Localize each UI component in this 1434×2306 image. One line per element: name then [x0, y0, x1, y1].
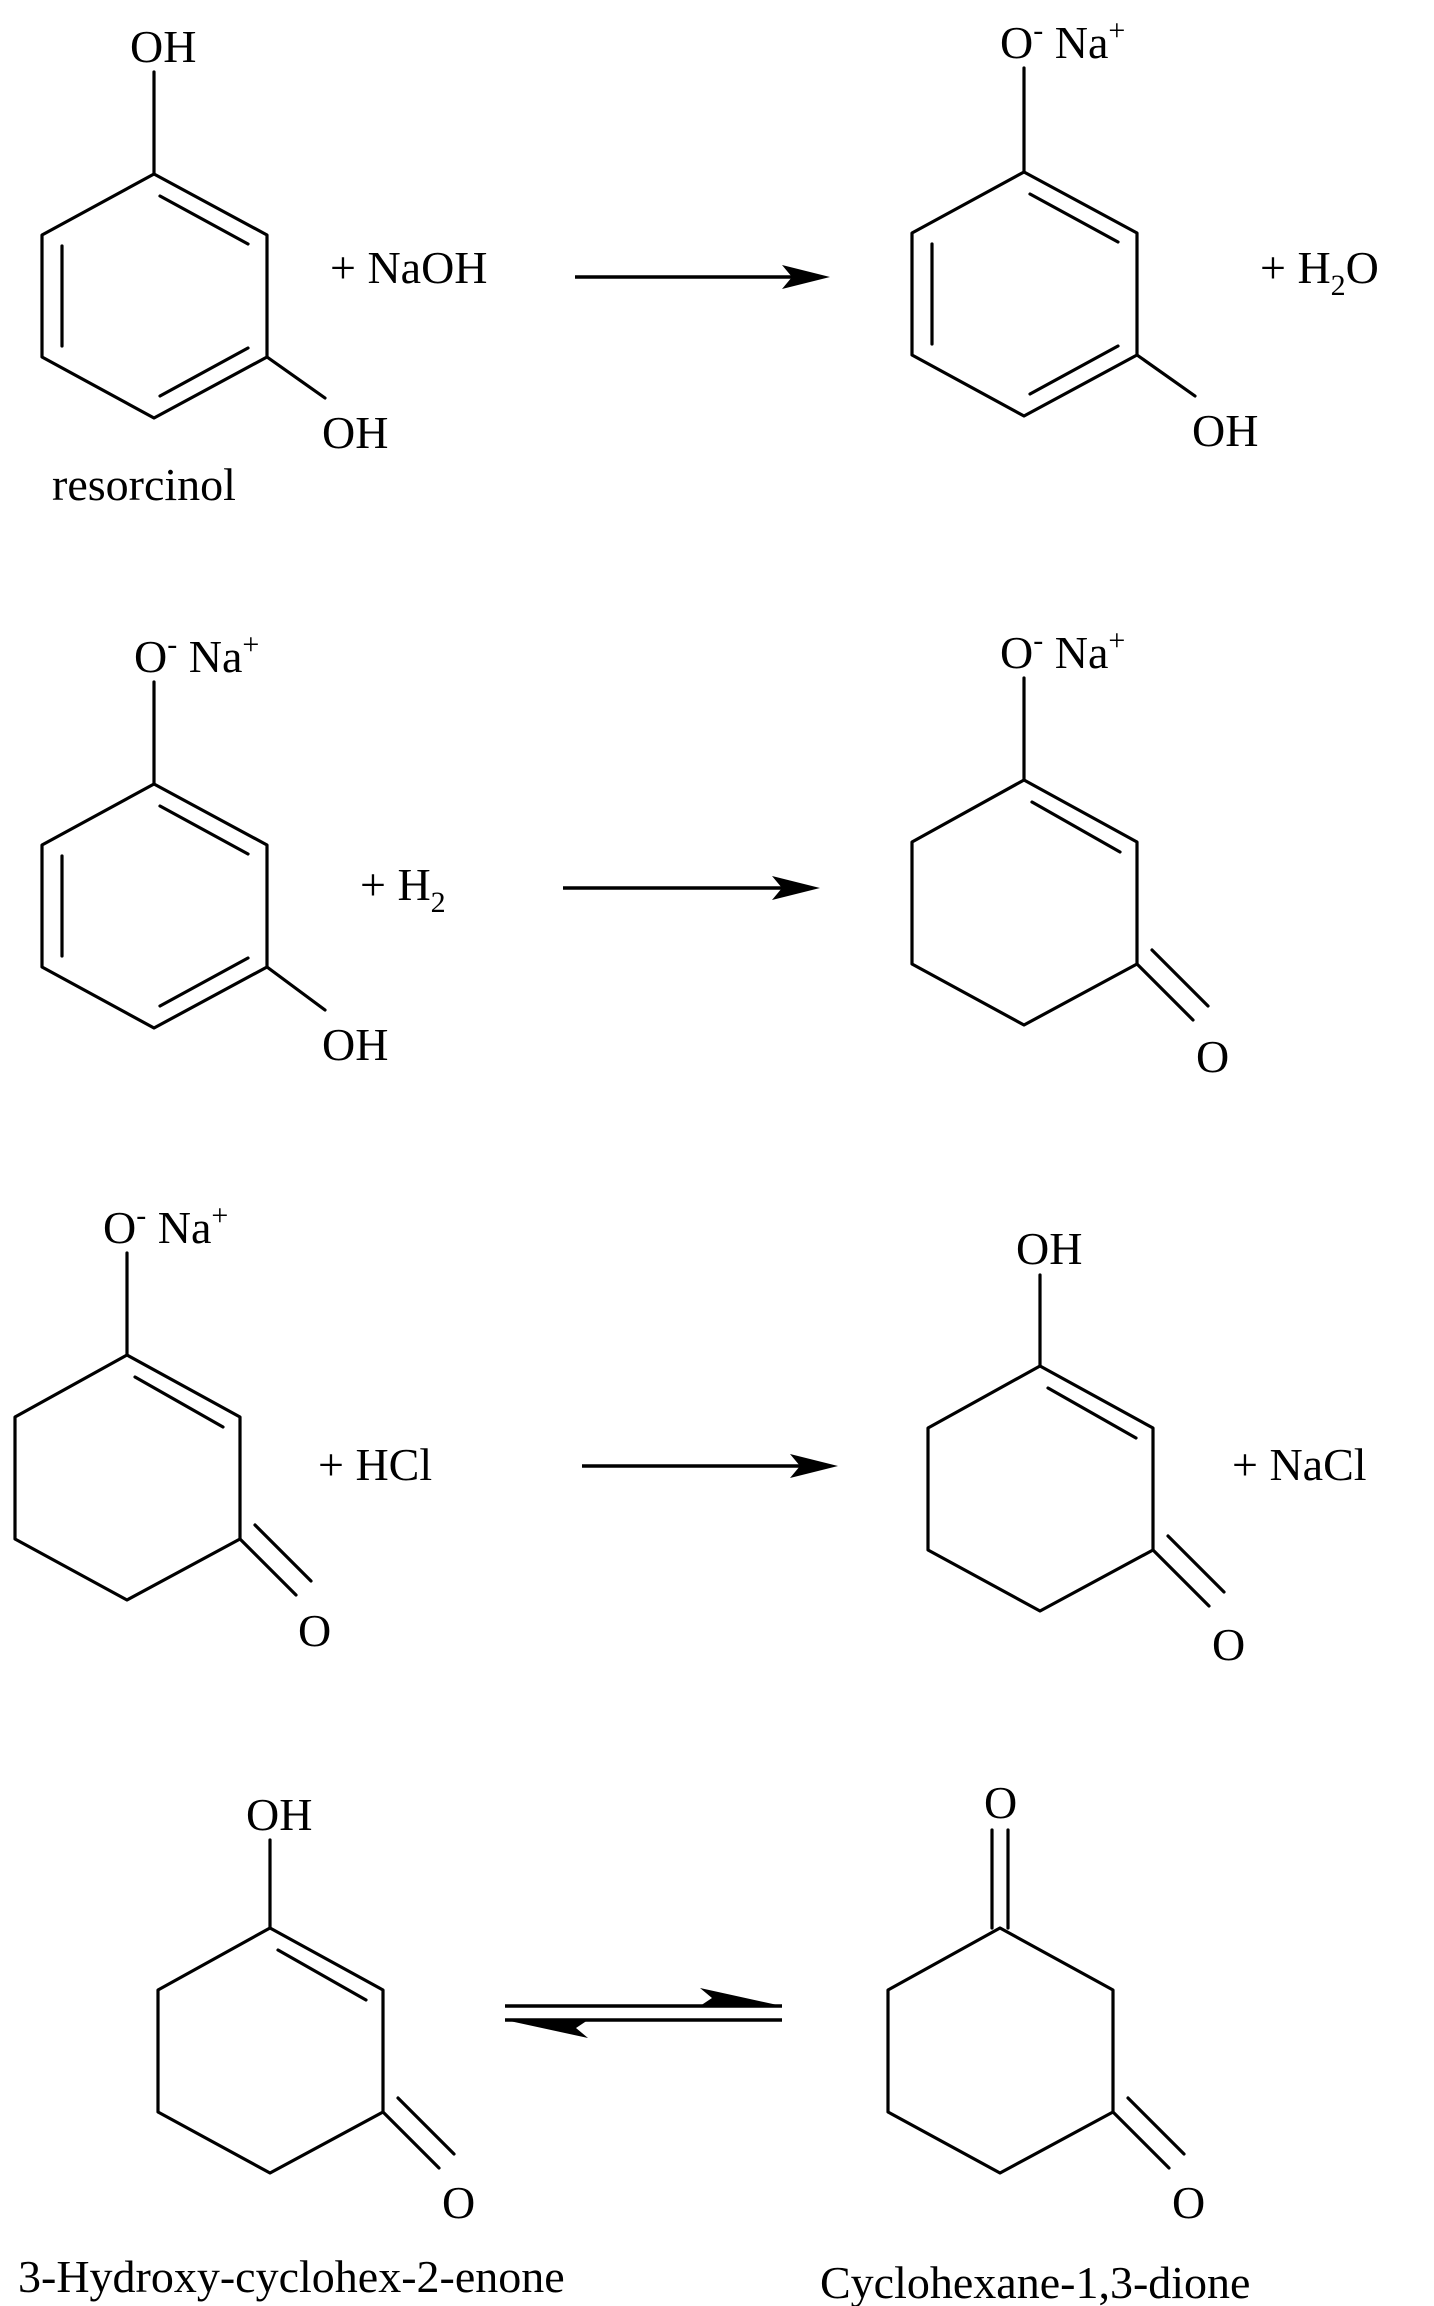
compound-name-enol: 3-Hydroxy-cyclohex-2-enone: [18, 2251, 565, 2302]
carbonyl-bond: [1150, 948, 1210, 1008]
carbonyl-bond: [253, 1523, 313, 1583]
byproduct-nacl: + NaCl: [1232, 1439, 1367, 1490]
reaction-arrow-1: [575, 265, 830, 289]
sodium-enolate-structure: O- Na+ O: [910, 624, 1229, 1082]
cyclohexene-ring: [926, 1364, 1155, 1613]
carbonyl-oxygen-label-top: O: [984, 1777, 1017, 1828]
hydroxyl-label-top: OH: [1016, 1223, 1082, 1274]
aromatic-double-bond: [1028, 344, 1120, 396]
reaction-arrow-2: [563, 876, 820, 900]
carbonyl-bond: [381, 2110, 441, 2170]
enol-double-bond: [133, 1375, 225, 1429]
sodium-oxide-label: O- Na+: [1000, 624, 1125, 678]
reaction-3: O- Na+ O + HCl OH O + NaCl: [13, 1199, 1367, 1670]
carbonyl-bond: [238, 1537, 298, 1597]
enol-structure: OH O: [926, 1223, 1245, 1670]
carbonyl-oxygen-label: O: [1196, 1031, 1229, 1082]
byproduct-water: + H2O: [1260, 242, 1379, 302]
reagent-hcl: + HCl: [318, 1439, 432, 1490]
carbonyl-oxygen-label: O: [1212, 1619, 1245, 1670]
reagent-naoh: + NaOH: [330, 242, 488, 293]
dione-tautomer-structure: O O Cyclohexane-1,3-dione: [820, 1777, 1250, 2306]
enol-tautomer-structure: OH O 3-Hydroxy-cyclohex-2-enone: [18, 1789, 565, 2302]
enol-double-bond: [1030, 800, 1122, 854]
reaction-4: OH O 3-Hydroxy-cyclohex-2-enone O O Cycl…: [18, 1777, 1250, 2306]
hydroxyl-label-top: OH: [246, 1789, 312, 1840]
hydroxyl-bond: [265, 355, 327, 400]
sodium-oxide-label: O- Na+: [1000, 14, 1125, 68]
cyclohexene-ring: [156, 1926, 385, 2175]
reverse-arrowhead: [505, 2020, 588, 2038]
benzene-ring: [40, 782, 269, 1030]
carbonyl-oxygen-label: O: [1172, 2177, 1205, 2228]
carbonyl-oxygen-label: O: [442, 2177, 475, 2228]
enol-double-bond: [1046, 1386, 1138, 1440]
benzene-ring: [40, 172, 269, 420]
carbonyl-bond: [1111, 2110, 1171, 2170]
carbonyl-bond: [1151, 1548, 1211, 1608]
compound-name-dione: Cyclohexane-1,3-dione: [820, 2257, 1250, 2306]
compound-name-resorcinol: resorcinol: [52, 459, 236, 510]
carbonyl-bond: [1135, 962, 1195, 1022]
equilibrium-arrows: [505, 1988, 782, 2038]
hydroxyl-label-top: OH: [130, 21, 196, 72]
aromatic-double-bond: [158, 346, 250, 398]
reagent-hydrogen: + H2: [360, 859, 446, 919]
reaction-1: OH OH resorcinol + NaOH O- Na+ OH + H2O: [40, 14, 1379, 510]
cyclohexene-ring: [13, 1353, 242, 1602]
reaction-2: O- Na+ OH + H2 O- Na+ O: [40, 624, 1229, 1082]
carbonyl-bond: [396, 2096, 456, 2156]
carbonyl-bond: [1166, 1534, 1226, 1594]
sodium-resorcinolate-structure: O- Na+ OH: [910, 14, 1258, 456]
carbonyl-bond: [1126, 2096, 1186, 2156]
sodium-oxide-label: O- Na+: [134, 628, 259, 682]
hydroxyl-label-bottom: OH: [322, 1019, 388, 1070]
aromatic-double-bond: [158, 194, 250, 246]
hydroxyl-bond: [1135, 353, 1197, 398]
aromatic-double-bond: [1028, 192, 1120, 244]
benzene-ring: [910, 170, 1139, 418]
sodium-resorcinolate-structure: O- Na+ OH: [40, 628, 388, 1070]
hydroxyl-label-bottom: OH: [1192, 405, 1258, 456]
carbonyl-oxygen-label: O: [298, 1605, 331, 1656]
sodium-enolate-structure: O- Na+ O: [13, 1199, 331, 1656]
cyclohexene-ring: [910, 778, 1139, 1027]
resorcinol-structure: OH OH resorcinol: [40, 21, 388, 510]
hydroxyl-label-bottom: OH: [322, 407, 388, 458]
aromatic-double-bond: [158, 956, 250, 1008]
forward-arrowhead: [700, 1988, 782, 2006]
enol-double-bond: [276, 1948, 368, 2002]
cyclohexane-ring: [886, 1926, 1115, 2175]
aromatic-double-bond: [158, 804, 250, 856]
reaction-arrow-3: [582, 1454, 838, 1478]
sodium-oxide-label: O- Na+: [103, 1199, 228, 1253]
hydroxyl-bond: [265, 965, 327, 1012]
